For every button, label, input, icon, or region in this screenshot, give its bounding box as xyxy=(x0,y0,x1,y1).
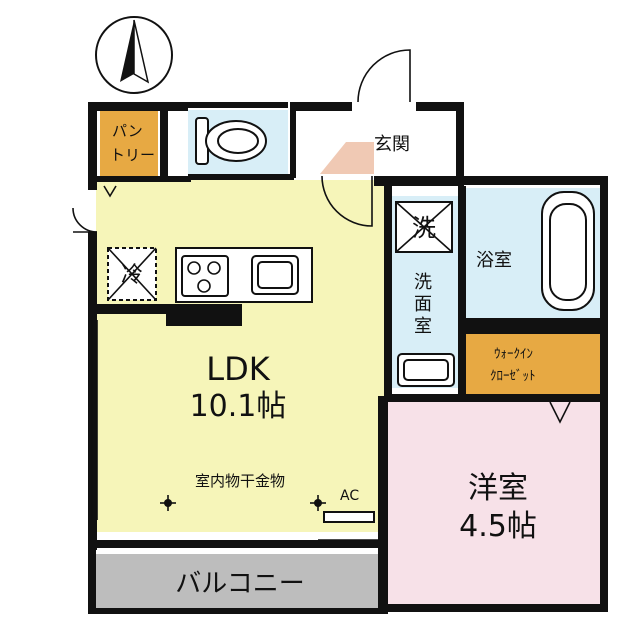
refrigerator-icon: 冷 xyxy=(107,247,157,301)
walls xyxy=(88,102,608,614)
washroom-label-2: 面 xyxy=(414,294,432,315)
north-arrow-icon xyxy=(95,16,173,94)
washer-mark: 洗 xyxy=(412,214,436,242)
windows xyxy=(91,320,590,611)
washroom-label-1: 洗 xyxy=(414,272,432,293)
fridge-mark: 冷 xyxy=(121,263,143,288)
pantry-floor xyxy=(100,110,158,176)
balcony-label: バルコニー xyxy=(175,569,304,599)
walkin-closet-label-line2: ｸﾛｰｾﾞｯﾄ xyxy=(490,369,536,384)
washer-icon: 洗 xyxy=(395,201,453,253)
pantry-label-line2: トリー xyxy=(110,146,155,164)
entrance-label: 玄関 xyxy=(374,134,410,155)
entrance-tile xyxy=(320,142,374,174)
western-room-label: 洋室 xyxy=(468,471,528,506)
ac-label: AC xyxy=(340,488,359,504)
ceiling-hook-icon xyxy=(160,495,326,511)
ldk-label: LDK xyxy=(206,350,270,388)
walkin-closet-floor xyxy=(466,334,600,394)
ldk-floor xyxy=(96,180,386,532)
ac-unit xyxy=(323,511,375,523)
western-room-size: 4.5帖 xyxy=(459,509,537,544)
walkin-closet-label-line1: ｳｫｰｸｲﾝ xyxy=(494,347,533,362)
western-room-floor xyxy=(386,396,600,608)
toilet-icon xyxy=(195,117,267,165)
doors xyxy=(72,49,571,424)
drying-rack-label: 室内物干金物 xyxy=(195,472,285,490)
kitchen-counter xyxy=(175,247,313,303)
bath-label: 浴室 xyxy=(476,250,512,271)
ldk-size: 10.1帖 xyxy=(190,389,287,424)
vanity-sink-icon xyxy=(397,353,455,387)
balcony-floor xyxy=(96,554,386,610)
washroom-label-3: 室 xyxy=(414,316,432,337)
bathtub-icon xyxy=(541,191,595,311)
pantry-label-line1: パン xyxy=(112,122,143,140)
stove-icon xyxy=(181,255,229,297)
sink-icon xyxy=(251,255,299,295)
